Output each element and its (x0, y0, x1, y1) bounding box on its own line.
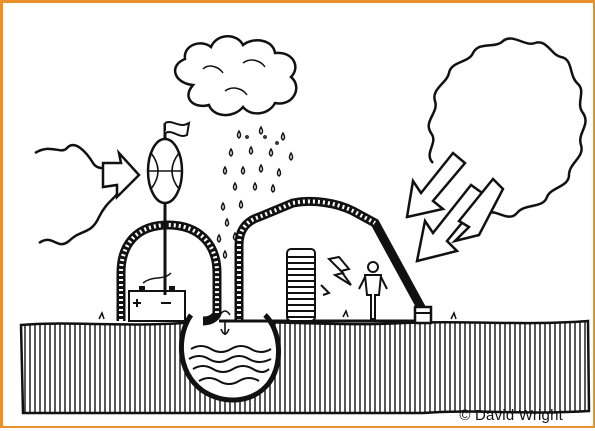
sun-icon (429, 38, 586, 216)
chimney-vent-icon (415, 307, 431, 323)
main-house (219, 201, 423, 321)
rain-drops-icon (218, 127, 293, 258)
copyright-credit: © David Wright (459, 407, 563, 424)
flag-icon (165, 122, 189, 136)
wind-turbine-icon (148, 123, 182, 295)
person-figure-icon (359, 262, 387, 319)
sun-ray-arrows (407, 153, 503, 261)
wind-arrow-icon (35, 145, 139, 244)
ground-section (21, 321, 589, 413)
passive-solar-house-illustration (3, 3, 595, 431)
water-tank-icon (181, 311, 278, 400)
cloud-icon (175, 36, 296, 115)
lightning-bolt-icon (321, 257, 351, 295)
battery-icon (129, 273, 185, 321)
thermal-mass-column (287, 249, 315, 321)
